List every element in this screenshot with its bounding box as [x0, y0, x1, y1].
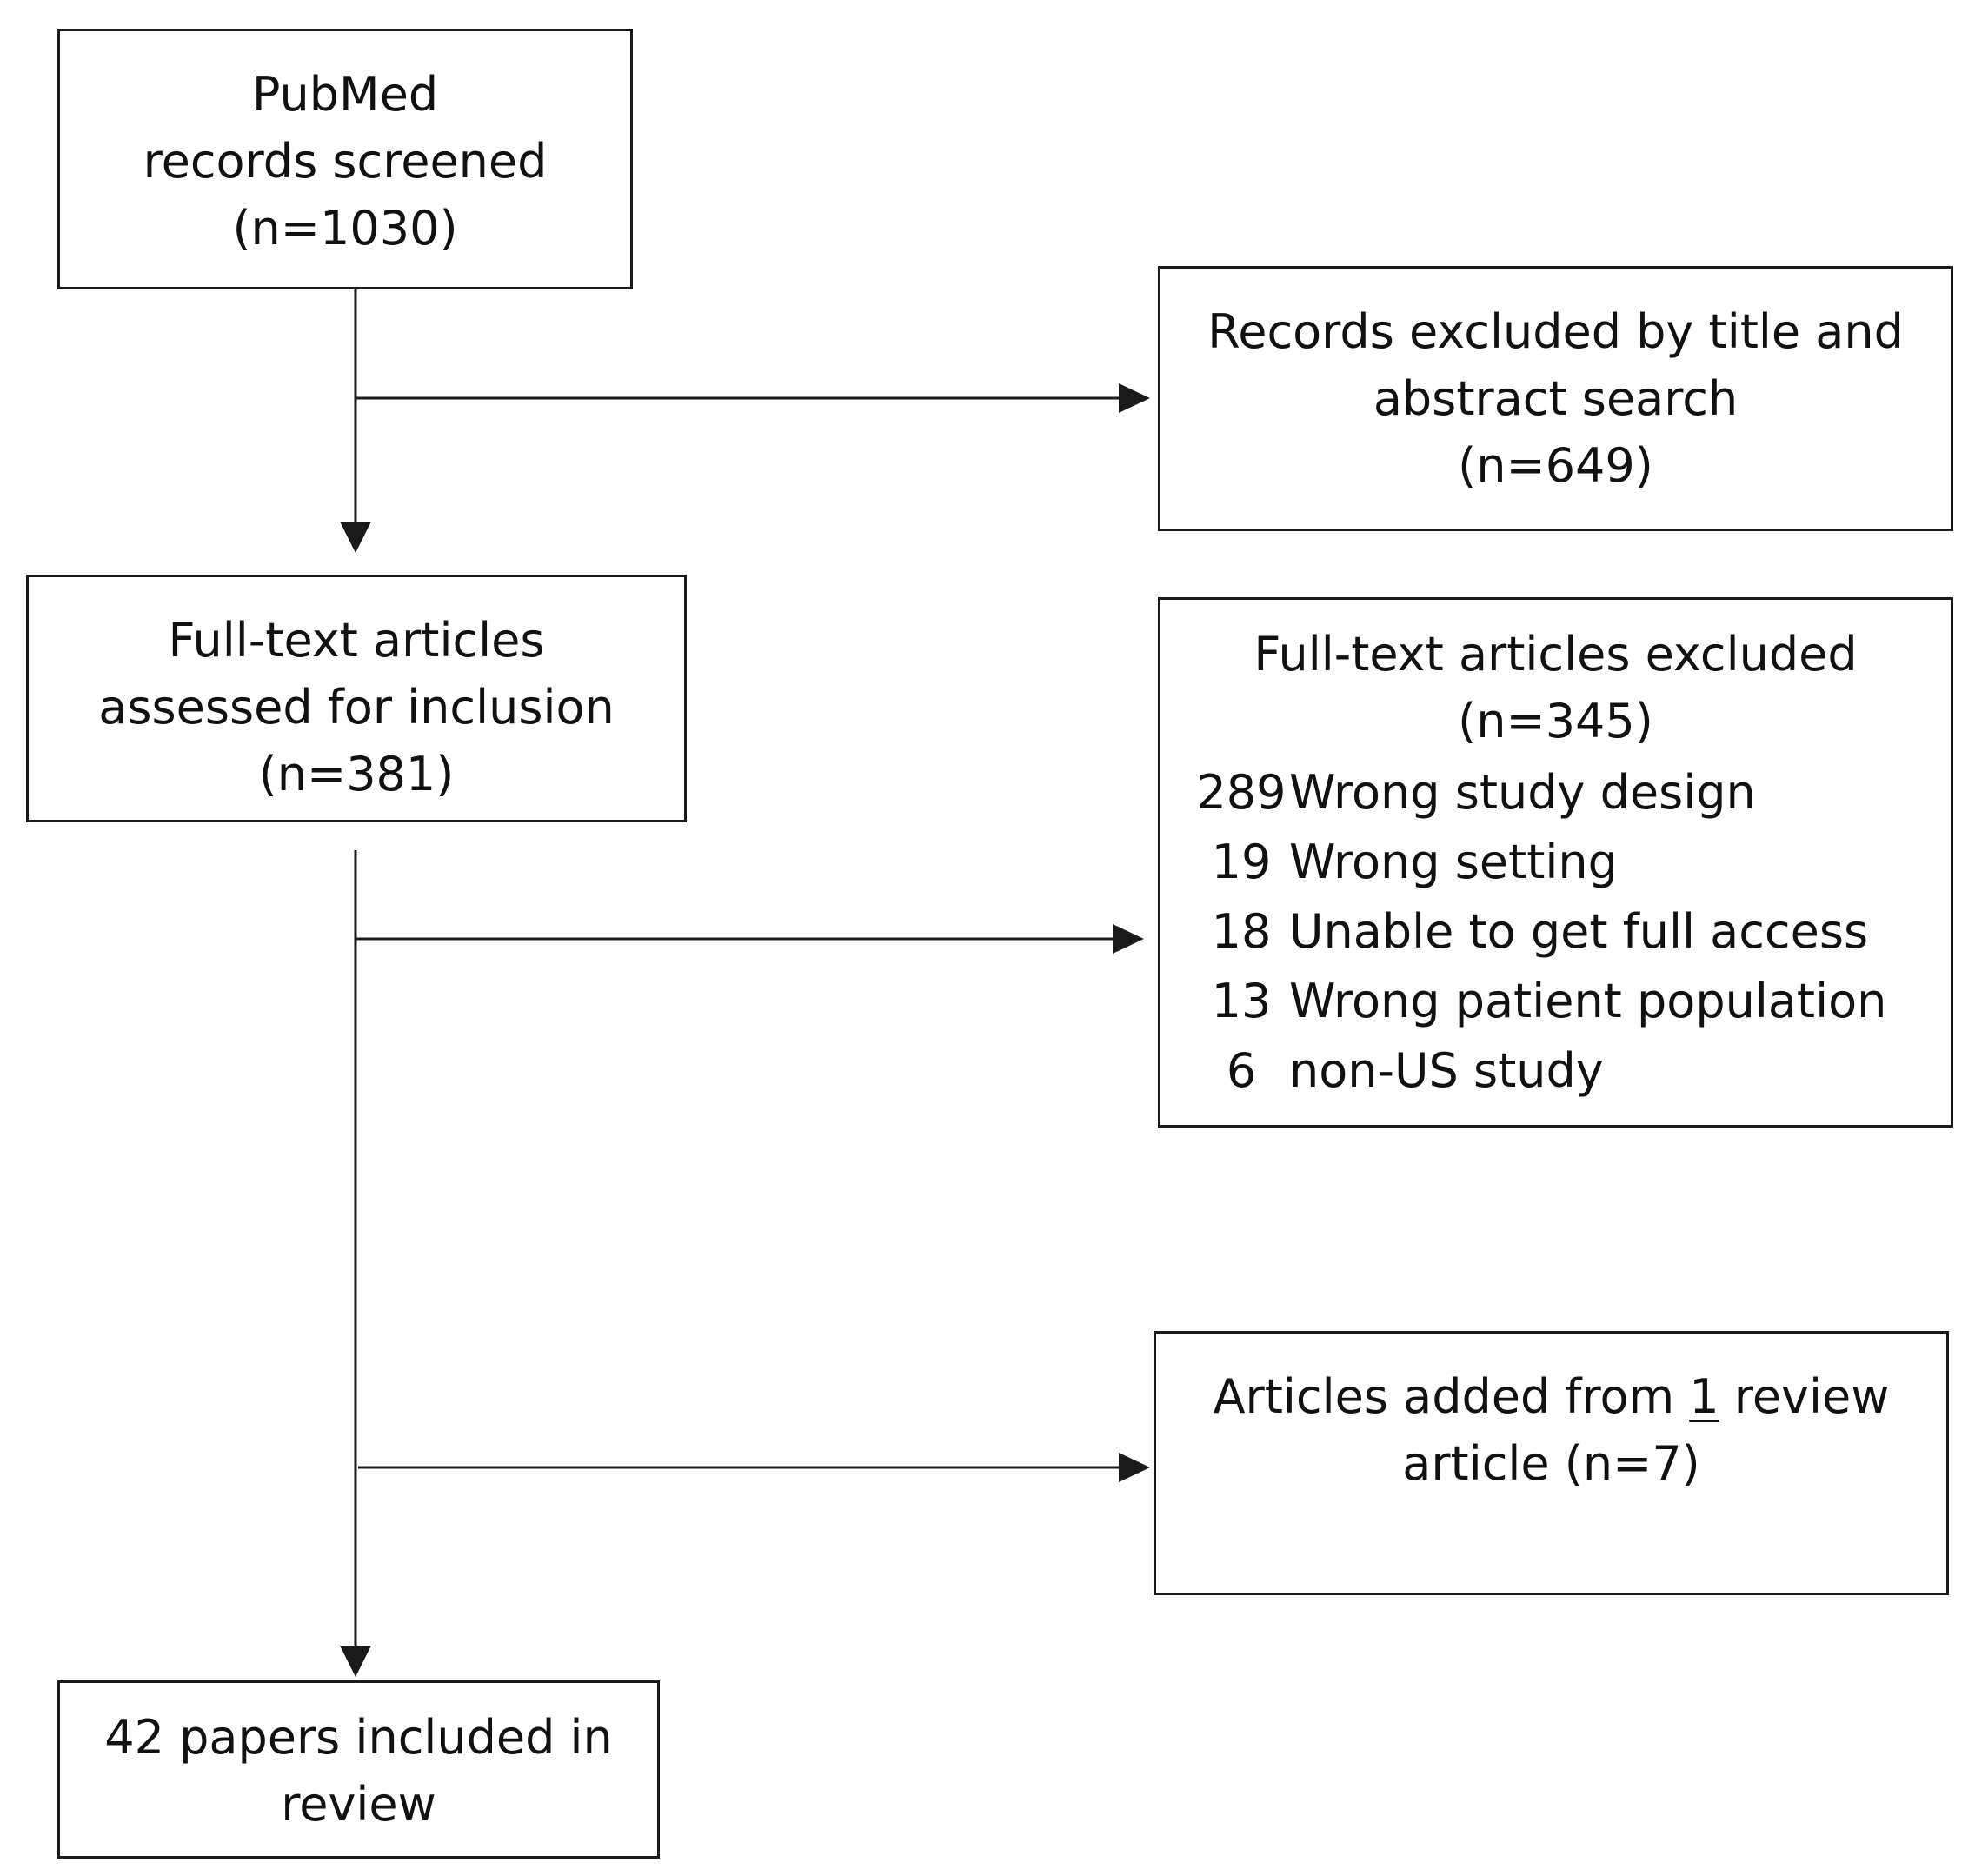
arrowhead-right-2	[1113, 924, 1144, 954]
arrowhead-down-2	[340, 1646, 371, 1677]
fulltext-excluded-label: Full-text articles excluded	[1253, 627, 1858, 682]
reason-count: 6	[1226, 1043, 1257, 1098]
excluded-title-label-2: abstract search	[1373, 371, 1739, 426]
arrowhead-down-1	[340, 522, 371, 553]
papers-included-box: 42 papers included in review	[57, 1680, 660, 1859]
records-screened-box: PubMed records screened (n=1030)	[57, 29, 633, 289]
assessed-count: (n=381)	[258, 747, 455, 802]
reason-label: Unable to get full access	[1289, 904, 1869, 959]
excluded-title-count: (n=649)	[1458, 438, 1653, 493]
arrowhead-right-1	[1119, 383, 1150, 413]
exclusion-reasons-list: 289 Wrong study design 19 Wrong setting …	[1160, 758, 1886, 1106]
assessed-label-1: Full-text articles	[168, 613, 545, 668]
arrowhead-right-3	[1119, 1453, 1150, 1482]
fulltext-excluded-count: (n=345)	[1458, 694, 1653, 748]
included-label-2: review	[281, 1777, 436, 1832]
reason-label: Wrong patient population	[1289, 974, 1887, 1028]
fulltext-excluded-box: Full-text articles excluded (n=345) 289 …	[1158, 597, 1953, 1128]
reason-label: non-US study	[1289, 1043, 1604, 1098]
exclusion-reason: 19 Wrong setting	[1194, 828, 1886, 897]
exclusion-reason: 18 Unable to get full access	[1194, 897, 1886, 967]
reason-count: 13	[1211, 974, 1272, 1028]
reason-count: 289	[1196, 765, 1287, 820]
reason-label: Wrong study design	[1289, 765, 1756, 820]
articles-added-box: Articles added from 1 review article (n=…	[1154, 1331, 1949, 1595]
reason-count: 19	[1211, 835, 1272, 889]
added-label-prefix: Articles added from	[1213, 1369, 1690, 1424]
screened-label: records screened	[143, 134, 548, 189]
excluded-title-label-1: Records excluded by title and	[1207, 304, 1904, 359]
reason-count: 18	[1211, 904, 1272, 959]
added-label-2: article (n=7)	[1402, 1436, 1700, 1491]
added-label-suffix: review	[1719, 1369, 1890, 1424]
exclusion-reason: 13 Wrong patient population	[1194, 967, 1887, 1036]
fulltext-assessed-box: Full-text articles assessed for inclusio…	[26, 575, 687, 822]
added-label-1: Articles added from 1 review	[1214, 1363, 1890, 1430]
assessed-label-2: assessed for inclusion	[98, 680, 615, 735]
records-excluded-box: Records excluded by title and abstract s…	[1158, 266, 1953, 531]
reason-label: Wrong setting	[1289, 835, 1618, 889]
screened-source: PubMed	[251, 67, 439, 122]
screened-count: (n=1030)	[232, 201, 458, 256]
added-review-count: 1	[1689, 1369, 1719, 1424]
exclusion-reason: 289 Wrong study design	[1194, 758, 1886, 828]
exclusion-reason: 6 non-US study	[1194, 1036, 1886, 1106]
included-label-1: 42 papers included in	[104, 1710, 613, 1765]
